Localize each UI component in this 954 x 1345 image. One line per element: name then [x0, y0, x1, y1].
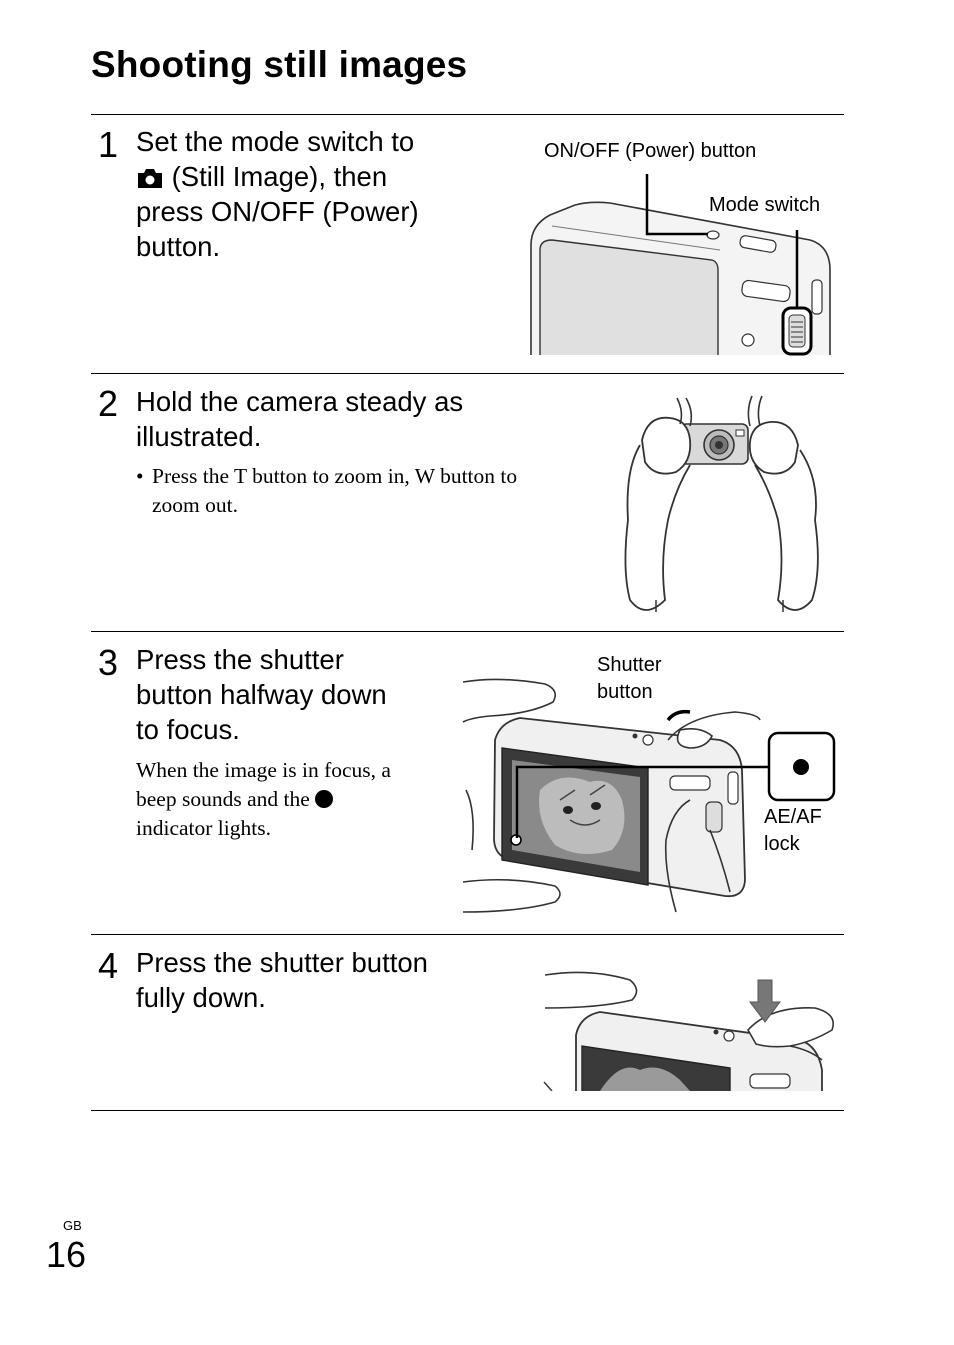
step-2-number: 2 — [98, 383, 119, 424]
section-divider — [91, 373, 844, 374]
step-1-line-2: (Still Image), then — [136, 159, 419, 194]
step-3-line-3: to focus. — [136, 714, 240, 745]
step-1-number: 1 — [98, 124, 119, 165]
step-4-line-1: Press the shutter button — [136, 947, 428, 978]
step-1-line-1: Set the mode switch to — [136, 126, 415, 157]
step-1-line-4: button. — [136, 231, 221, 262]
page-language-code: GB — [63, 1218, 82, 1233]
step-4-text: Press the shutter button fully down. — [136, 945, 428, 1015]
step-1-line-3: press ON/OFF (Power) — [136, 196, 419, 227]
step-2-line-2: illustrated. — [136, 421, 262, 452]
step-3-note-line-2: beep sounds and the — [136, 785, 391, 814]
callout-mode-switch: Mode switch — [709, 194, 821, 216]
step-1-line-2-text: (Still Image), then — [171, 161, 388, 192]
callout-power-button: ON/OFF (Power) button — [544, 140, 757, 162]
step-2-note-bullet: • — [136, 464, 144, 488]
step-3-note: When the image is in focus, a beep sound… — [136, 756, 391, 843]
step-3-note-line-1: When the image is in focus, a — [136, 758, 391, 782]
step-4-number: 4 — [98, 945, 119, 986]
ae-af-indicator-icon — [315, 790, 334, 808]
step-1-text: Set the mode switch to (Still Image), th… — [136, 124, 419, 264]
step-2-note-line-2: zoom out. — [152, 493, 238, 517]
step-4-line-2: fully down. — [136, 982, 266, 1013]
section-divider — [91, 1110, 844, 1111]
step-3-text: Press the shutter button halfway down to… — [136, 642, 387, 747]
callout-shutter-line-1: Shutter — [597, 654, 662, 676]
callout-aeaf-line-1: AE/AF — [764, 806, 822, 828]
step-2-note: Press the T button to zoom in, W button … — [152, 462, 517, 520]
callout-aeaf-line-2: lock — [764, 833, 800, 855]
page-title: Shooting still images — [91, 44, 468, 85]
step-3-note-line-2-text: beep sounds and the — [136, 787, 310, 811]
step-3-line-2: button halfway down — [136, 679, 387, 710]
step-3-note-line-3: indicator lights. — [136, 816, 271, 840]
still-image-camera-icon — [136, 162, 164, 188]
step-3-number: 3 — [98, 642, 119, 683]
step-2-note-line-1: Press the T button to zoom in, W button … — [152, 464, 518, 488]
step-2-line-1: Hold the camera steady as — [136, 386, 464, 417]
section-divider — [91, 631, 844, 632]
callout-shutter-line-2: button — [597, 681, 653, 703]
section-divider — [91, 934, 844, 935]
step-3-line-1: Press the shutter — [136, 644, 344, 675]
page-number: 16 — [46, 1234, 87, 1275]
step-2-text: Hold the camera steady as illustrated. — [136, 384, 463, 454]
section-divider — [91, 114, 844, 115]
